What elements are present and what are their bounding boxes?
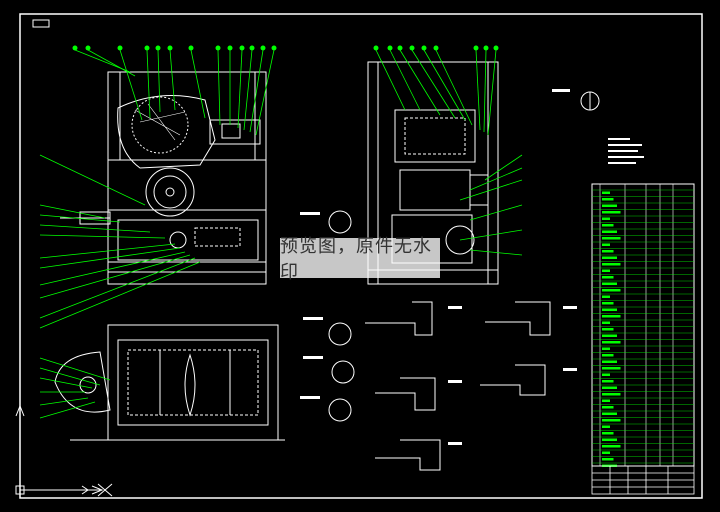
table-cell-glyphs — [602, 438, 617, 441]
table-cell-glyphs — [602, 354, 614, 357]
table-cell-glyphs — [602, 419, 621, 422]
table-cell-glyphs — [602, 341, 621, 344]
table-cell-glyphs — [602, 217, 610, 220]
technical-notes — [608, 138, 644, 164]
table-cell-glyphs — [602, 373, 610, 376]
side-view-balloons — [373, 45, 499, 51]
ucs-axis-icon — [15, 404, 104, 495]
table-cell-glyphs — [602, 276, 614, 279]
table-cell-glyphs — [602, 198, 614, 201]
table-cell-glyphs — [602, 243, 610, 246]
arrow-icon — [74, 485, 89, 495]
table-cell-glyphs — [602, 347, 610, 350]
table-cell-glyphs — [602, 295, 610, 298]
table-cell-glyphs — [602, 282, 617, 285]
table-cell-glyphs — [602, 211, 621, 214]
top-view — [54, 324, 285, 441]
title-block — [591, 465, 695, 495]
table-cell-glyphs — [602, 406, 614, 409]
front-view-balloons — [72, 45, 277, 51]
table-cell-glyphs — [602, 360, 617, 363]
table-cell-glyphs — [602, 367, 621, 370]
front-view — [60, 71, 267, 285]
table-cell-glyphs — [602, 432, 614, 435]
table-cell-glyphs — [602, 250, 614, 253]
detail-views — [328, 91, 600, 471]
table-cell-glyphs — [602, 204, 617, 207]
table-cell-glyphs — [602, 256, 617, 259]
table-cell-glyphs — [602, 315, 621, 318]
table-cell-glyphs — [602, 289, 621, 292]
crosshair-icon — [97, 483, 113, 497]
table-cell-glyphs — [602, 445, 621, 448]
table-cell-glyphs — [602, 237, 621, 240]
table-cell-glyphs — [602, 425, 610, 428]
table-cell-glyphs — [602, 380, 614, 383]
table-cell-glyphs — [602, 451, 610, 454]
title-tag — [32, 19, 50, 28]
table-cell-glyphs — [602, 269, 610, 272]
table-cell-glyphs — [602, 230, 617, 233]
table-cell-glyphs — [602, 393, 621, 396]
table-cell-glyphs — [602, 328, 614, 331]
table-cell-glyphs — [602, 308, 617, 311]
table-cell-glyphs — [602, 321, 610, 324]
preview-watermark: 预览图，原件无水印 — [280, 236, 440, 283]
detail-labels — [300, 89, 577, 445]
table-cell-glyphs — [602, 224, 614, 227]
outer-frame — [19, 13, 703, 499]
parts-list-table — [591, 183, 695, 467]
top-view-leaders — [39, 357, 111, 419]
table-cell-glyphs — [602, 458, 614, 461]
front-view-leaders — [39, 49, 275, 329]
table-cell-glyphs — [602, 412, 617, 415]
table-cell-glyphs — [602, 302, 614, 305]
table-cell-glyphs — [602, 386, 617, 389]
table-cell-glyphs — [602, 191, 610, 194]
table-cell-glyphs — [602, 334, 617, 337]
table-cell-glyphs — [602, 263, 621, 266]
table-cell-glyphs — [602, 399, 610, 402]
side-view-leaders — [375, 49, 523, 256]
